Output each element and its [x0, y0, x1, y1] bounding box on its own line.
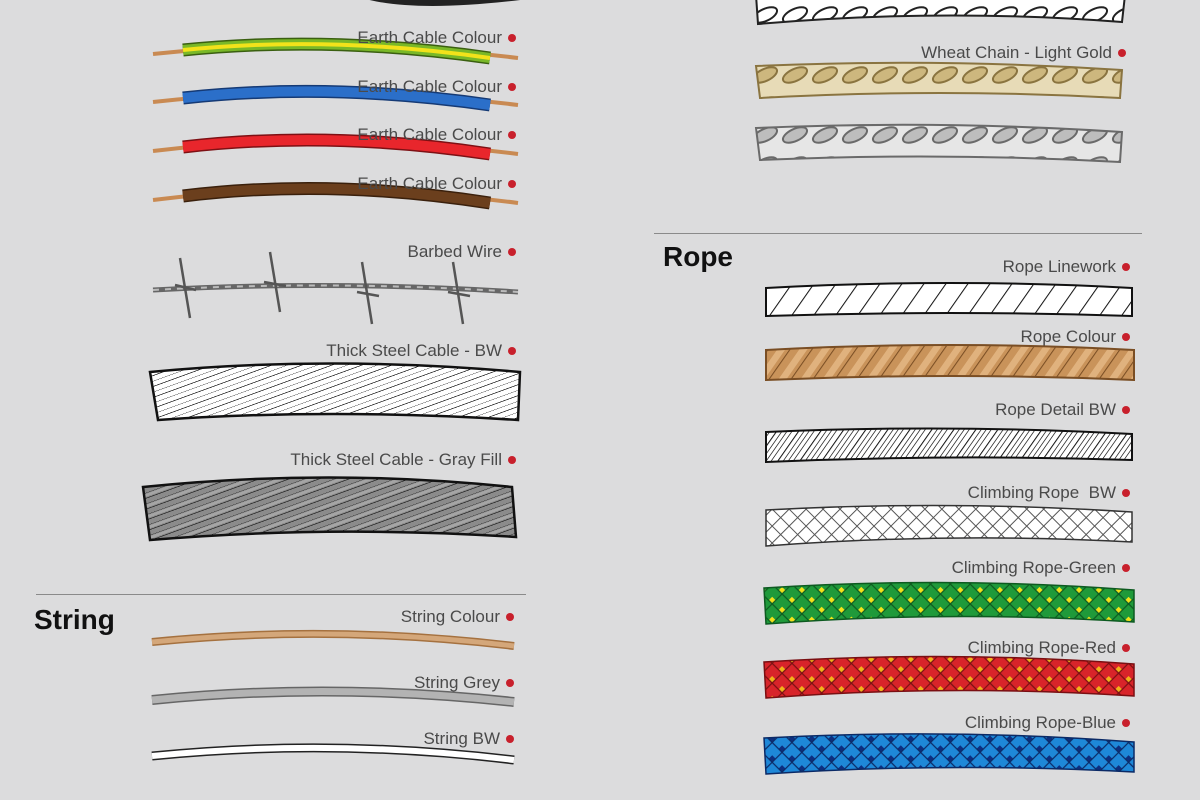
barbed-wire-label: Barbed Wire — [408, 242, 516, 262]
rope-linework-art — [765, 282, 1133, 318]
cable-fragment-top — [369, 0, 521, 6]
climbing-rope-bw-art — [765, 504, 1133, 547]
earth-cable-label-1: Earth Cable Colour — [357, 28, 516, 48]
climbing-rope-blue-label: Climbing Rope-Blue — [965, 713, 1130, 733]
rope-linework-label: Rope Linework — [1003, 257, 1130, 277]
steel-cable-bw-label: Thick Steel Cable - BW — [326, 341, 516, 361]
climbing-rope-red-label: Climbing Rope-Red — [968, 638, 1130, 658]
wheat-chain-white-art — [755, 0, 1126, 26]
earth-cable-label-2: Earth Cable Colour — [357, 77, 516, 97]
rope-colour-label: Rope Colour — [1021, 327, 1130, 347]
wheat-chain-silver-art — [754, 123, 1124, 164]
string-bw-art-inner — [151, 744, 515, 763]
climbing-rope-bw-label: Climbing Rope BW — [968, 483, 1130, 503]
earth-cable-label-4: Earth Cable Colour — [357, 174, 516, 194]
earth-cable-blue — [152, 84, 519, 112]
rope-detail-bw-label: Rope Detail BW — [995, 400, 1130, 420]
climbing-rope-red-art — [763, 655, 1135, 699]
barbed-wire-art — [152, 251, 519, 325]
steel-cable-gray-label: Thick Steel Cable - Gray Fill — [290, 450, 516, 470]
earth-cable-green-yellow — [152, 37, 519, 65]
string-colour-label: String Colour — [401, 607, 514, 627]
string-heading: String — [34, 604, 115, 635]
rope-detail-bw-art — [765, 427, 1133, 464]
earth-cable-red — [152, 133, 519, 161]
string-bw-label: String BW — [423, 729, 514, 749]
string-section-divider — [36, 594, 526, 595]
string-grey-label: String Grey — [414, 673, 514, 693]
rope-heading: Rope — [663, 241, 733, 272]
wheat-chain-gold-art — [754, 61, 1124, 100]
steel-cable-bw-art — [148, 362, 522, 422]
rope-section-divider — [654, 233, 1142, 234]
climbing-rope-green-label: Climbing Rope-Green — [952, 558, 1130, 578]
climbing-rope-blue-art — [763, 733, 1135, 775]
wheat-chain-light-gold-label: Wheat Chain - Light Gold — [921, 43, 1126, 63]
climbing-rope-green-art — [763, 581, 1135, 625]
string-colour-art-inner — [151, 631, 515, 649]
string-grey-art-inner — [151, 687, 515, 706]
earth-cable-brown — [152, 181, 519, 210]
earth-cable-label-3: Earth Cable Colour — [357, 125, 516, 145]
rope-colour-art — [765, 344, 1135, 382]
steel-cable-gray-art — [141, 476, 518, 542]
